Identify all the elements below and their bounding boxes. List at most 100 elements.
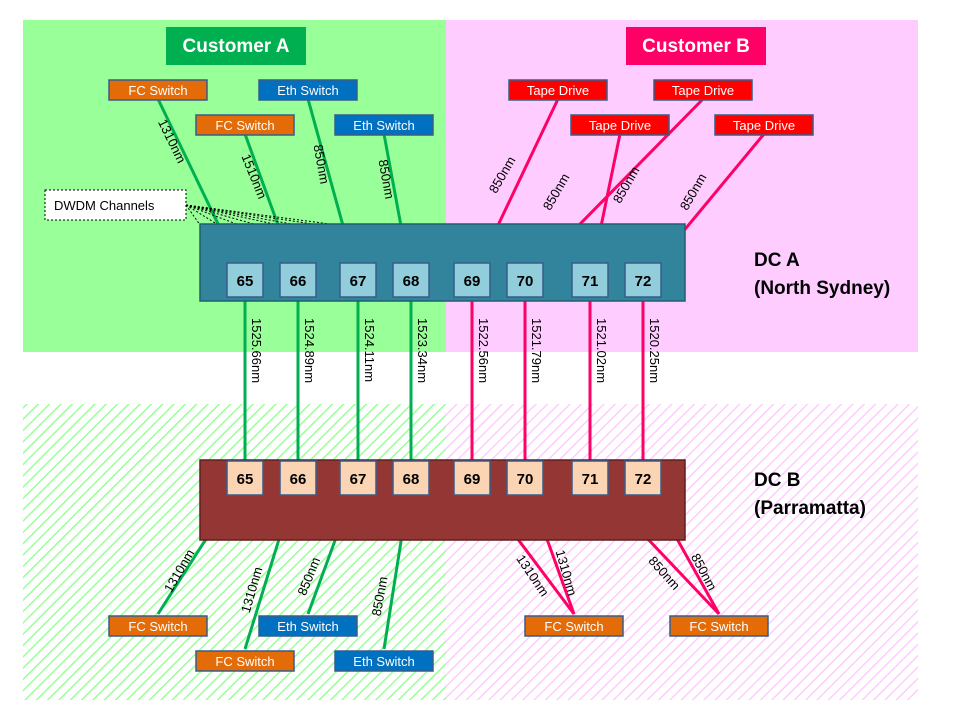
channel-boxes: 65 65 66 66 67 67 68 68 69 69 70 70 71 71 72 72: [226, 262, 662, 496]
device-box: [108, 615, 208, 637]
dc-b-channel-65: 65: [226, 460, 264, 496]
channel-number: 71: [582, 273, 599, 290]
channel-number: 68: [403, 471, 420, 488]
channel-wavelength-label: 1521.79nm: [529, 318, 544, 383]
device-box: [108, 79, 208, 101]
dc-b-fc-switch: FC Switch: [108, 615, 208, 637]
dc-a-name: DC A: [754, 250, 800, 271]
channel-number: 67: [350, 273, 367, 290]
channel-wavelength-label: 1525.66nm: [249, 318, 264, 383]
device-box: [653, 79, 753, 101]
dc-b-channel-68: 68: [392, 460, 430, 496]
channel-box: [571, 460, 609, 496]
device-box: [334, 114, 434, 136]
dc-a-channel-70: 70: [506, 262, 544, 298]
channel-box: [392, 460, 430, 496]
dc-a-eth-switch: Eth Switch: [258, 79, 358, 101]
device-label: FC Switch: [128, 83, 187, 98]
dc-a-channel-72: 72: [624, 262, 662, 298]
dc-a-channel-69: 69: [453, 262, 491, 298]
channel-number: 71: [582, 471, 599, 488]
device-label: Tape Drive: [672, 83, 734, 98]
dc-a-channel-65: 65: [226, 262, 264, 298]
dc-b-channel-72: 72: [624, 460, 662, 496]
channel-box: [279, 262, 317, 298]
channel-number: 72: [635, 273, 652, 290]
dc-a-tape-drive: Tape Drive: [714, 114, 814, 136]
device-box: [258, 615, 358, 637]
device-label: Eth Switch: [353, 654, 414, 669]
dc-b-channel-66: 66: [279, 460, 317, 496]
dc-b-box: [199, 459, 686, 541]
channel-number: 69: [464, 471, 481, 488]
device-label: Tape Drive: [589, 118, 651, 133]
channel-box: [506, 262, 544, 298]
dc-b-fc-switch: FC Switch: [524, 615, 624, 637]
channel-number: 66: [290, 471, 307, 488]
dc-a-link-wavelength: 850nm: [311, 143, 333, 185]
customer-b-label: Customer B: [642, 36, 750, 57]
device-box: [334, 650, 434, 672]
channel-number: 72: [635, 471, 652, 488]
dc-b-location: (Parramatta): [754, 498, 866, 519]
device-label: FC Switch: [128, 619, 187, 634]
channel-number: 68: [403, 273, 420, 290]
device-label: Eth Switch: [277, 83, 338, 98]
dwdm-channels-annotation: DWDM Channels: [44, 189, 187, 221]
dc-b-eth-switch: Eth Switch: [258, 615, 358, 637]
channel-wavelength-label: 1522.56nm: [476, 318, 491, 383]
channel-box: [453, 460, 491, 496]
dc-b-fc-switch: FC Switch: [669, 615, 769, 637]
dc-a-channel-66: 66: [279, 262, 317, 298]
channel-wavelength-label: 1521.02nm: [594, 318, 609, 383]
dc-a-tape-drive: Tape Drive: [508, 79, 608, 101]
device-label: Eth Switch: [353, 118, 414, 133]
channel-number: 66: [290, 273, 307, 290]
channel-wavelength-label: 1520.25nm: [647, 318, 662, 383]
channel-wavelength-label: 1524.89nm: [302, 318, 317, 383]
device-label: Tape Drive: [527, 83, 589, 98]
dc-a-channel-71: 71: [571, 262, 609, 298]
dc-b-name: DC B: [754, 470, 800, 491]
dc-a-fc-switch: FC Switch: [108, 79, 208, 101]
channel-box: [339, 460, 377, 496]
dc-a-channel-68: 68: [392, 262, 430, 298]
device-box: [669, 615, 769, 637]
dc-b-fc-switch: FC Switch: [195, 650, 295, 672]
device-box: [195, 114, 295, 136]
dc-b-eth-switch: Eth Switch: [334, 650, 434, 672]
channel-box: [624, 262, 662, 298]
dc-b-channel-67: 67: [339, 460, 377, 496]
customer-a-title: Customer A: [166, 27, 306, 65]
dc-b-link-wavelength: 850nm: [369, 575, 391, 617]
device-box: [508, 79, 608, 101]
dc-b-channel-69: 69: [453, 460, 491, 496]
customer-b-title: Customer B: [626, 27, 766, 65]
device-label: FC Switch: [215, 118, 274, 133]
channel-box: [571, 262, 609, 298]
channel-number: 69: [464, 273, 481, 290]
dc-a-eth-switch: Eth Switch: [334, 114, 434, 136]
channel-number: 67: [350, 471, 367, 488]
dc-a-link-wavelength: 850nm: [376, 158, 398, 200]
customer-a-label: Customer A: [183, 36, 290, 57]
channel-box: [392, 262, 430, 298]
dc-b-channel-70: 70: [506, 460, 544, 496]
channel-wavelength-label: 1524.11nm: [362, 318, 377, 382]
device-box: [570, 114, 670, 136]
channel-number: 65: [237, 273, 254, 290]
device-box: [195, 650, 295, 672]
dc-b-channel-71: 71: [571, 460, 609, 496]
device-box: [258, 79, 358, 101]
channel-box: [339, 262, 377, 298]
device-label: FC Switch: [689, 619, 748, 634]
channel-box: [226, 460, 264, 496]
channel-box: [453, 262, 491, 298]
channel-box: [279, 460, 317, 496]
dc-a-fc-switch: FC Switch: [195, 114, 295, 136]
channel-box: [226, 262, 264, 298]
customer-b-zone-dc-b: [446, 404, 918, 700]
device-label: FC Switch: [544, 619, 603, 634]
